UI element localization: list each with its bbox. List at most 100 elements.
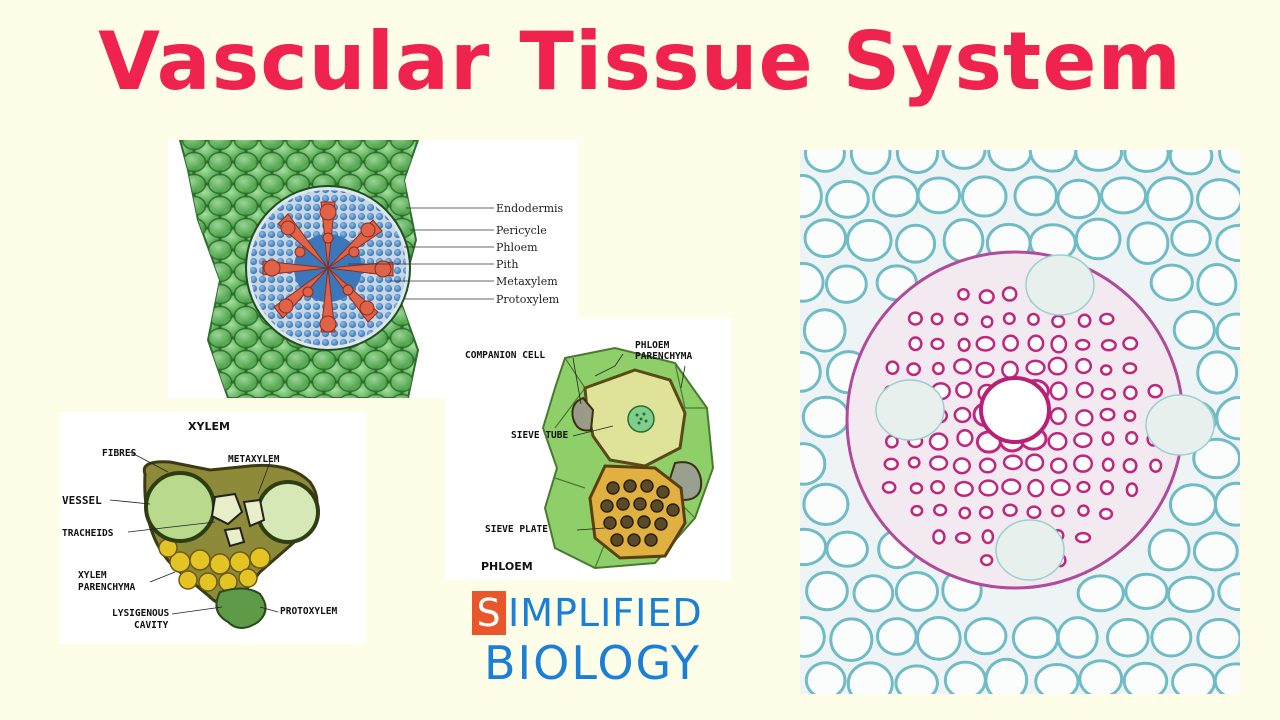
label-pith: Pith [496, 258, 518, 271]
xylem-cell [1027, 361, 1045, 374]
xylem-cell [931, 481, 943, 493]
cortex-cell [1172, 221, 1211, 255]
xylem-cell [934, 505, 946, 515]
xylem-cell [1003, 288, 1016, 301]
xylem-cell [1102, 340, 1116, 350]
cortex-cell [1107, 619, 1148, 656]
cortex-cell [1015, 177, 1057, 215]
cortex-cell [1058, 618, 1097, 658]
xylem-cell [1052, 506, 1063, 516]
cortex-cell [896, 666, 938, 694]
xylem-cell [909, 313, 922, 325]
cortex-cell [800, 617, 824, 656]
cortex-cell [1078, 576, 1123, 611]
xylem-cell [1103, 459, 1113, 471]
xylem-cell [1002, 480, 1020, 494]
xylem-cell [1028, 314, 1038, 325]
xylem-cell [887, 362, 898, 374]
xylem-cell [1051, 383, 1067, 400]
xylem-cell [1150, 460, 1161, 472]
cortex-cell [877, 619, 916, 655]
xylem-cell [954, 458, 970, 473]
cortex-cell [1168, 577, 1213, 611]
xylem-cell [1079, 315, 1090, 327]
xylem-cell [883, 482, 895, 492]
cortex-cell [1058, 180, 1100, 218]
xylem-cell [977, 337, 994, 350]
micrograph-svg [800, 150, 1240, 694]
xylem-cell [956, 383, 971, 397]
xylem-cell [1077, 383, 1093, 397]
cortex-cell [1215, 664, 1240, 694]
xylem-cell [1003, 336, 1017, 351]
phloem-patch [1026, 255, 1094, 315]
xylem-cell [1076, 410, 1092, 425]
label-sieve-plate: SIEVE PLATE [485, 524, 548, 535]
cortex-cell [918, 178, 960, 213]
xylem-cell [1052, 336, 1066, 352]
label-xylem-parenchyma-2: PARENCHYMA [78, 582, 135, 593]
xylem-cell [1004, 313, 1014, 323]
label-metaxylem-x: METAXYLEM [228, 454, 280, 465]
xylem-cell [1074, 456, 1092, 472]
cortex-cell [1126, 574, 1167, 608]
xylem-cell [1126, 432, 1137, 443]
cortex-cell [1217, 225, 1240, 260]
xylem-cell [912, 506, 922, 515]
phloem-patch [1146, 395, 1214, 455]
cortex-cell [1125, 150, 1168, 171]
xylem-cell [1102, 389, 1115, 399]
cortex-cell [917, 617, 960, 659]
xylem-cell [959, 339, 970, 351]
label-lysigenous-2: CAVITY [134, 620, 169, 631]
xylem-cell [1100, 509, 1112, 519]
logo-line1: IMPLIFIED [508, 591, 703, 635]
cortex-cell [989, 150, 1031, 170]
cortex-cell [1151, 265, 1192, 300]
xylem-heading: XYLEM [188, 420, 230, 433]
xylem-cell [980, 290, 994, 302]
cortex-cell [854, 576, 893, 611]
cortex-cell [800, 352, 820, 391]
xylem-cell [932, 314, 942, 324]
xylem-cell [1124, 387, 1136, 399]
xylem-cell [1074, 433, 1091, 446]
xylem-cell [1124, 459, 1136, 472]
central-vessel [981, 378, 1049, 442]
xylem-cell [1028, 507, 1041, 518]
xylem-cell [1051, 459, 1066, 473]
cortex-cell [827, 532, 868, 566]
cortex-cell [831, 619, 872, 661]
cortex-cell [1013, 618, 1057, 658]
cortex-cell [1076, 219, 1120, 259]
label-pericycle: Pericycle [496, 224, 547, 237]
phloem-patch [876, 380, 944, 440]
xylem-cell [980, 507, 992, 518]
cortex-cell [897, 225, 935, 262]
xylem-cell [954, 359, 970, 373]
label-phloem-par-2: PARENCHYMA [635, 351, 692, 362]
xylem-cell [958, 289, 968, 299]
cortex-cell [848, 220, 891, 260]
xylem-cell [885, 459, 898, 469]
xylem-cell [977, 363, 994, 377]
xylem-cell [1076, 533, 1090, 542]
cortex-cell [1147, 178, 1192, 220]
cortex-cell [804, 484, 848, 524]
cortex-cell [800, 263, 823, 301]
cortex-cell [1194, 533, 1237, 570]
cortex-cell [943, 150, 985, 168]
xylem-cell [1004, 456, 1022, 469]
cortex-cell [1149, 530, 1189, 570]
xylem-cell [930, 434, 947, 450]
label-companion-cell: COMPANION CELL [465, 350, 545, 361]
xylem-cell [910, 337, 922, 349]
cortex-cell [897, 150, 937, 173]
cortex-cell [805, 150, 844, 171]
page-title: Vascular Tissue System [0, 6, 1280, 118]
label-endodermis: Endodermis [496, 202, 564, 215]
xylem-cell [955, 313, 967, 324]
xylem-cell [1101, 481, 1113, 494]
xylem-cell [1028, 480, 1043, 496]
cortex-cell [800, 529, 826, 564]
